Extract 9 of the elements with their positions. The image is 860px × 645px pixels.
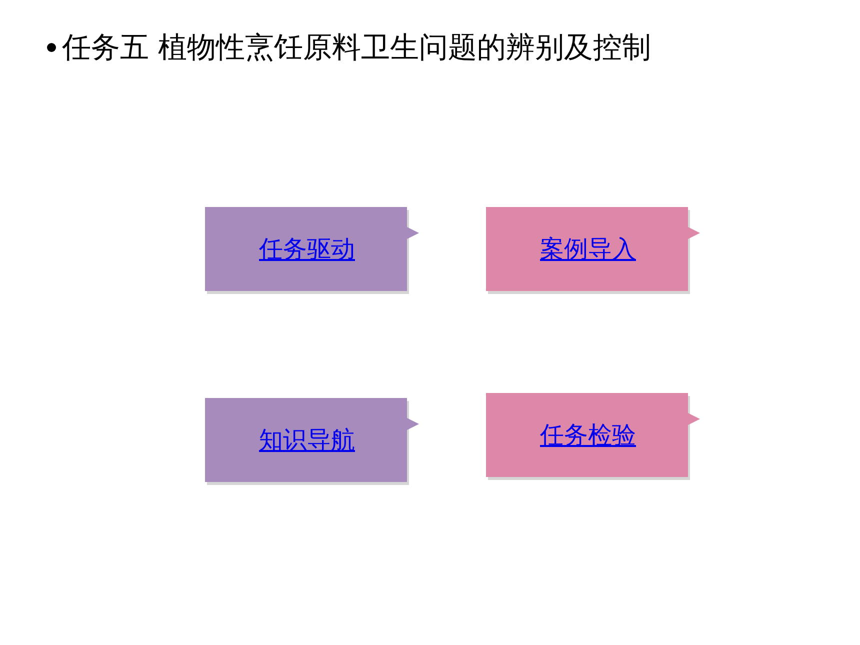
nav-link: 任务驱动: [259, 234, 355, 265]
menu-card: [205, 398, 421, 488]
nav-link: 任务检验: [540, 420, 636, 451]
menu-card: [205, 207, 421, 297]
menu-card: [486, 207, 702, 297]
nav-link: 知识导航: [259, 425, 355, 456]
slide-title: 任务五 植物性烹饪原料卫生问题的辨别及控制: [62, 29, 652, 66]
menu-card: [486, 393, 702, 483]
nav-link: 案例导入: [540, 234, 636, 265]
